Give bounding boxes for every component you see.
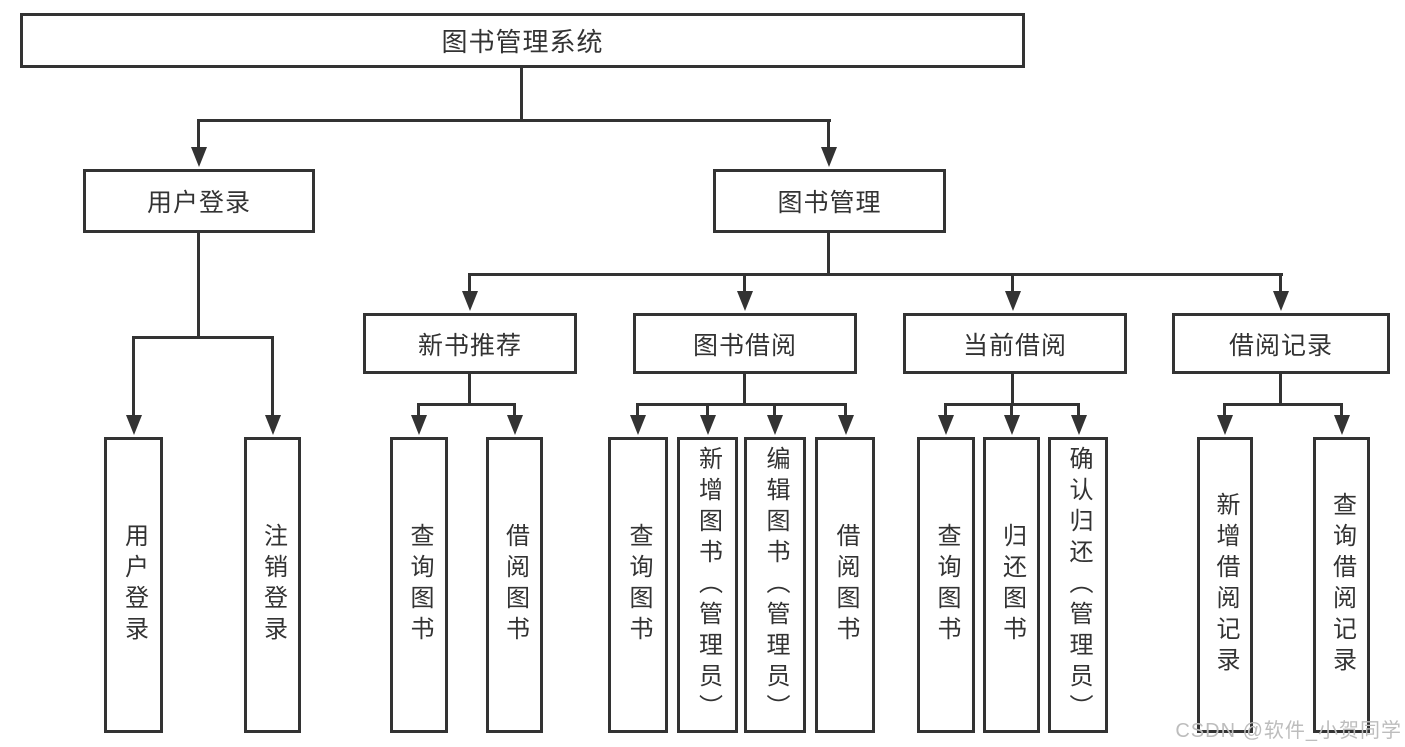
connector-arrow-boradd-shaft — [706, 403, 709, 418]
arrowhead-recd-add-icon — [1217, 415, 1233, 435]
leaf-borrow-lend-book: 借阅图书 — [815, 437, 875, 733]
leaf-user-login-label: 用户登录 — [120, 523, 148, 647]
arrowhead-login-icon — [191, 147, 207, 167]
arrowhead-recommend-icon — [462, 291, 478, 311]
arrowhead-login-user-icon — [126, 415, 142, 435]
connector-arrow-recommend-shaft — [468, 273, 471, 295]
leaf-logout-label: 注销登录 — [259, 523, 287, 647]
connector-arrow-recborrow-shaft — [513, 403, 516, 418]
connector-arrow-borlend-shaft — [844, 403, 847, 418]
connector-arrow-login-shaft — [197, 119, 200, 151]
leaf-borrow-lend-book-label: 借阅图书 — [832, 523, 859, 647]
connector-root-stem — [520, 68, 523, 122]
arrowhead-bor-lend-icon — [838, 415, 854, 435]
connector-root-rail — [197, 119, 831, 122]
connector-borrow-rail — [636, 403, 847, 406]
leaf-borrow-query-book: 查询图书 — [608, 437, 668, 733]
leaf-recommend-borrow-book-label: 借阅图书 — [501, 523, 529, 647]
connector-arrow-records-shaft — [1279, 273, 1282, 295]
leaf-records-query-record: 查询借阅记录 — [1313, 437, 1370, 733]
node-book-borrow-label: 图书借阅 — [692, 331, 797, 360]
leaf-records-query-record-label: 查询借阅记录 — [1328, 492, 1356, 678]
leaf-current-query-book: 查询图书 — [917, 437, 975, 733]
connector-recommend-stem — [468, 374, 471, 406]
arrowhead-current-icon — [1005, 291, 1021, 311]
arrowhead-bor-query-icon — [630, 415, 646, 435]
node-user-login-label: 用户登录 — [146, 189, 251, 217]
connector-manage-stem — [827, 233, 830, 276]
arrowhead-bor-edit-icon — [767, 415, 783, 435]
node-borrow-records: 借阅记录 — [1172, 313, 1390, 374]
leaf-records-add-record-label: 新增借阅记录 — [1212, 492, 1239, 678]
connector-records-rail — [1223, 403, 1343, 406]
leaf-borrow-query-book-label: 查询图书 — [625, 523, 652, 647]
leaf-recommend-query-book: 查询图书 — [390, 437, 448, 733]
node-root-label: 图书管理系统 — [441, 27, 604, 57]
connector-login-stem — [197, 233, 200, 339]
leaf-current-query-book-label: 查询图书 — [933, 523, 960, 647]
connector-arrow-curquery-shaft — [944, 403, 947, 418]
node-new-book-recommend: 新书推荐 — [363, 313, 577, 374]
leaf-recommend-query-book-label: 查询图书 — [406, 523, 433, 647]
connector-arrow-manage-shaft — [827, 119, 830, 151]
connector-arrow-recquery-shaft — [417, 403, 420, 418]
connector-arrow-logout-shaft — [271, 336, 274, 418]
node-book-borrow: 图书借阅 — [633, 313, 857, 374]
connector-arrow-borrow-shaft — [743, 273, 746, 295]
connector-arrow-curreturn-shaft — [1010, 403, 1013, 418]
arrowhead-cur-return-icon — [1004, 415, 1020, 435]
leaf-user-login: 用户登录 — [104, 437, 163, 733]
connector-manage-rail — [468, 273, 1283, 276]
node-new-book-recommend-label: 新书推荐 — [417, 331, 522, 360]
leaf-logout: 注销登录 — [244, 437, 301, 733]
leaf-borrow-edit-book-admin: 编辑图书（管理员） — [744, 437, 806, 733]
arrowhead-rec-query-icon — [411, 415, 427, 435]
arrowhead-cur-query-icon — [938, 415, 954, 435]
connector-arrow-recdadd-shaft — [1223, 403, 1226, 418]
connector-recommend-rail — [417, 403, 516, 406]
connector-arrow-boredit-shaft — [773, 403, 776, 418]
connector-arrow-curconfirm-shaft — [1077, 403, 1080, 418]
connector-borrow-stem — [743, 374, 746, 406]
arrowhead-recd-query-icon — [1334, 415, 1350, 435]
leaf-borrow-edit-book-admin-label: 编辑图书（管理员） — [762, 445, 789, 725]
leaf-current-return-book: 归还图书 — [983, 437, 1040, 733]
node-user-login: 用户登录 — [83, 169, 315, 233]
arrowhead-borrow-icon — [737, 291, 753, 311]
arrowhead-cur-confirm-icon — [1071, 415, 1087, 435]
leaf-borrow-add-book-admin: 新增图书（管理员） — [677, 437, 738, 733]
node-root: 图书管理系统 — [20, 13, 1025, 68]
connector-arrow-borquery-shaft — [636, 403, 639, 418]
leaf-current-return-book-label: 归还图书 — [998, 523, 1026, 647]
connector-login-rail — [132, 336, 274, 339]
arrowhead-logout-icon — [265, 415, 281, 435]
connector-arrow-recdquery-shaft — [1340, 403, 1343, 418]
connector-arrow-loginuser-shaft — [132, 336, 135, 418]
node-book-management: 图书管理 — [713, 169, 946, 233]
leaf-recommend-borrow-book: 借阅图书 — [486, 437, 543, 733]
leaf-borrow-add-book-admin-label: 新增图书（管理员） — [694, 445, 722, 725]
arrowhead-bor-add-icon — [700, 415, 716, 435]
connector-current-stem — [1011, 374, 1014, 406]
connector-records-stem — [1279, 374, 1282, 406]
node-borrow-records-label: 借阅记录 — [1228, 331, 1333, 360]
arrowhead-records-icon — [1273, 291, 1289, 311]
connector-arrow-current-shaft — [1011, 273, 1014, 295]
leaf-current-confirm-return-admin-label: 确认归还（管理员） — [1065, 445, 1092, 725]
leaf-records-add-record: 新增借阅记录 — [1197, 437, 1253, 733]
node-book-management-label: 图书管理 — [777, 189, 882, 217]
leaf-current-confirm-return-admin: 确认归还（管理员） — [1048, 437, 1108, 733]
arrowhead-manage-icon — [821, 147, 837, 167]
arrowhead-rec-borrow-icon — [507, 415, 523, 435]
node-current-borrow: 当前借阅 — [903, 313, 1127, 374]
node-current-borrow-label: 当前借阅 — [962, 331, 1067, 360]
csdn-watermark: CSDN @软件_小贺同学 — [1175, 720, 1402, 742]
